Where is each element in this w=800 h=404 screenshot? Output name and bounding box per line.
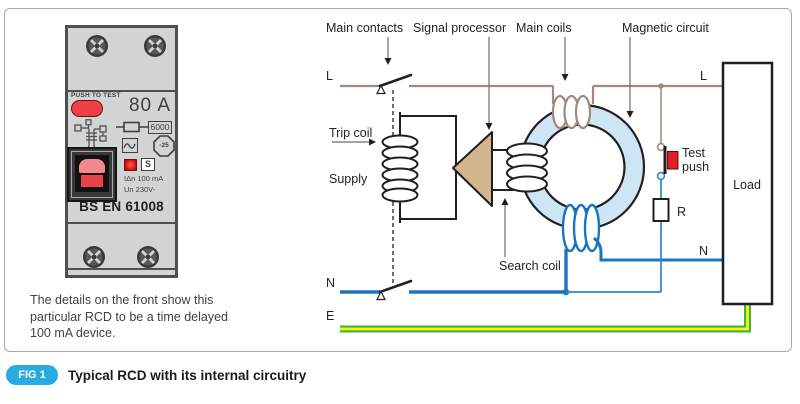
- test-push-label-1: Test: [682, 146, 705, 160]
- octagon-seal-icon: [153, 135, 175, 157]
- load-label: Load: [733, 178, 761, 192]
- junction-dot: [658, 83, 664, 89]
- s-type-box: S: [141, 158, 155, 171]
- main-contact-neutral-blade: [378, 279, 413, 294]
- neutral-line: [340, 221, 662, 301]
- device-caption: The details on the front show this parti…: [30, 292, 265, 342]
- device-divider: [68, 222, 175, 224]
- main-contact-phase-blade: [378, 73, 413, 88]
- test-push-branch: [652, 142, 679, 222]
- earth-label: E: [326, 309, 334, 323]
- device-divider: [68, 268, 175, 270]
- main-contacts-label: Main contacts: [326, 21, 403, 35]
- test-resistor: [652, 198, 670, 222]
- push-to-test-label: PUSH TO TEST: [71, 92, 121, 99]
- phase-label-right: L: [700, 69, 707, 83]
- contact-hinge: [376, 84, 386, 95]
- breaking-capacity-value: 6000: [150, 122, 170, 132]
- neutral-label-right: N: [699, 244, 708, 258]
- test-button: [71, 100, 103, 117]
- main-coils-label: Main coils: [516, 21, 572, 35]
- standard-label: BS EN 61008: [79, 199, 164, 214]
- main-coil-phase: [551, 94, 592, 130]
- screw-icon: [144, 35, 166, 57]
- screw-icon: [86, 35, 108, 57]
- fuse-icon: [116, 121, 148, 133]
- label-arrows: [332, 37, 631, 257]
- earth-line: [340, 304, 751, 333]
- test-push-label-2: push: [682, 160, 709, 174]
- rocker-well: [75, 155, 109, 192]
- voltage-label: Un 230V-: [124, 185, 156, 194]
- temperature-badge: -25: [153, 135, 175, 157]
- rocker-switch: [67, 147, 117, 202]
- supply-label: Supply: [329, 172, 368, 186]
- figure-badge: FIG 1: [6, 365, 58, 385]
- caption-line: particular RCD to be a time delayed: [30, 309, 229, 324]
- rocker-top: [78, 158, 106, 174]
- screw-icon: [137, 246, 159, 268]
- device-divider: [68, 90, 175, 92]
- test-push-actuator: [663, 146, 667, 174]
- current-rating: 80 A: [128, 95, 171, 116]
- screw-icon: [83, 246, 105, 268]
- caption-line: The details on the front show this: [30, 293, 214, 307]
- trip-coil-label: Trip coil: [329, 126, 372, 140]
- test-terminal-top: [656, 142, 666, 152]
- test-push-button: [667, 151, 679, 170]
- caption-line: 100 mA device.: [30, 326, 116, 340]
- load-box: [721, 61, 774, 306]
- arrowheads: [369, 58, 634, 205]
- contact-hinge: [376, 290, 386, 301]
- wave-symbol-box: [122, 138, 138, 153]
- neutral-label-left: N: [326, 276, 335, 290]
- breaking-capacity-box: 6000: [148, 121, 172, 134]
- resistor-label: R: [677, 205, 686, 219]
- figure-title: Typical RCD with its internal circuitry: [68, 368, 307, 383]
- search-coil: [492, 142, 548, 193]
- magnetic-circuit-label: Magnetic circuit: [622, 21, 709, 35]
- phase-label-left: L: [326, 69, 333, 83]
- sine-wave-icon: [123, 143, 136, 149]
- wiring-diagram-icon: [74, 119, 107, 151]
- signal-processor-triangle: [452, 131, 493, 207]
- trip-coil: [381, 134, 419, 203]
- rocker-inset: [71, 151, 113, 198]
- signal-processor-label: Signal processor: [413, 21, 506, 35]
- test-terminal-bottom: [656, 171, 666, 181]
- s-type-value: S: [144, 159, 151, 169]
- search-coil-label: Search coil: [499, 259, 561, 273]
- trip-indicator-led: [124, 159, 137, 171]
- sensitivity-label: IΔn 100 mA: [124, 174, 164, 183]
- rocker-bottom: [80, 174, 104, 188]
- rcd-device-illustration: PUSH TO TEST 80 A 6000: [65, 25, 178, 278]
- main-coil-neutral: [561, 203, 723, 292]
- phase-line: [340, 73, 723, 143]
- torus-inner: [538, 123, 626, 211]
- temperature-value: -25: [159, 142, 169, 149]
